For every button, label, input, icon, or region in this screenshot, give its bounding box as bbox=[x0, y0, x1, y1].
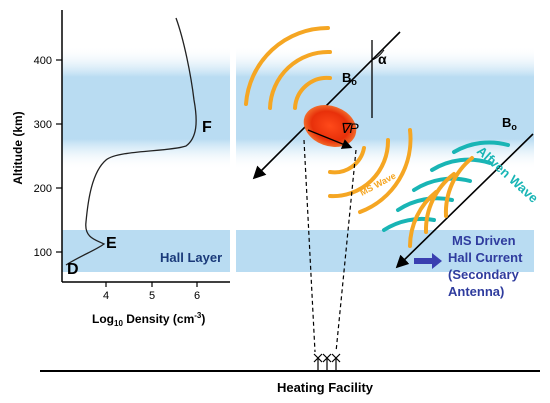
ms-wave-arcs bbox=[244, 25, 413, 214]
b0-field-line-lower bbox=[395, 133, 534, 269]
b0-label-lower: Bo bbox=[502, 115, 517, 132]
hall-current-line-2: Hall Current bbox=[448, 250, 523, 265]
y-tick-label-400: 400 bbox=[34, 55, 52, 67]
b0-label-upper: Bo bbox=[342, 70, 357, 87]
f-region-band-left bbox=[62, 46, 230, 170]
grad-p-label: ∇P bbox=[340, 120, 359, 136]
b0-field-line-upper bbox=[252, 31, 401, 180]
layer-label-e: E bbox=[106, 235, 117, 252]
heated-region-source bbox=[303, 105, 357, 147]
beam-dashed-left bbox=[303, 139, 316, 353]
y-tick-label-300: 300 bbox=[34, 119, 52, 131]
alpha-arc bbox=[371, 49, 385, 61]
hall-current-line-4: Antenna) bbox=[448, 284, 504, 299]
f-region-band-right bbox=[236, 46, 534, 170]
alpha-label: α bbox=[378, 51, 387, 67]
ms-wave-arcs-lower bbox=[408, 156, 474, 248]
hall-current-line-1: MS Driven bbox=[452, 233, 516, 248]
beam-dashed-right bbox=[335, 149, 357, 353]
heating-facility-label: Heating Facility bbox=[277, 380, 374, 395]
x-tick-label-6: 6 bbox=[194, 290, 200, 302]
y-tick-label-100: 100 bbox=[34, 247, 52, 259]
hall-layer-label: Hall Layer bbox=[160, 250, 222, 265]
hall-current-arrow bbox=[414, 253, 442, 269]
hall-region-band-right bbox=[236, 230, 534, 272]
hall-current-line-3: (Secondary bbox=[448, 267, 520, 282]
y-axis-label: Altitude (km) bbox=[11, 111, 25, 184]
x-axis-label: Log10 Density (cm-3) bbox=[92, 311, 205, 328]
layer-label-d: D bbox=[67, 261, 79, 278]
density-profile-curve bbox=[65, 17, 197, 266]
y-tick-label-200: 200 bbox=[34, 183, 52, 195]
x-tick-label-4: 4 bbox=[103, 290, 109, 302]
layer-label-f: F bbox=[202, 119, 212, 136]
heater-antenna-array bbox=[313, 353, 341, 370]
x-tick-label-5: 5 bbox=[149, 290, 155, 302]
pressure-gradient-arrow bbox=[307, 129, 353, 149]
